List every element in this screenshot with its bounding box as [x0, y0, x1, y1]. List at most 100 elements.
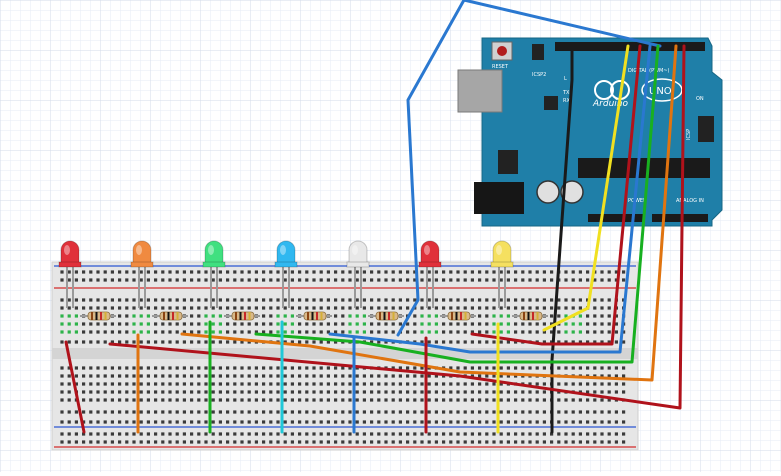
- breadboard-hole: [82, 390, 86, 394]
- breadboard-hole: [168, 410, 172, 414]
- breadboard-hole: [89, 340, 93, 344]
- power-label: POWER: [628, 198, 647, 204]
- breadboard-hole: [370, 382, 374, 386]
- resistor[interactable]: [512, 311, 548, 321]
- breadboard-hole: [564, 382, 568, 386]
- breadboard-hole: [334, 398, 338, 402]
- breadboard-hole: [434, 330, 438, 334]
- breadboard-hole: [355, 330, 359, 334]
- breadboard-hole: [377, 278, 381, 282]
- breadboard-hole: [614, 366, 618, 370]
- breadboard-hole: [319, 410, 323, 414]
- breadboard-hole: [600, 330, 604, 334]
- resistor[interactable]: [440, 311, 476, 321]
- breadboard-hole: [434, 322, 438, 326]
- breadboard-hole: [132, 440, 136, 444]
- breadboard-hole: [578, 440, 582, 444]
- wire-red-1[interactable]: [470, 44, 642, 346]
- breadboard-hole: [406, 298, 410, 302]
- breadboard-hole: [96, 432, 100, 436]
- breadboard-hole: [168, 366, 172, 370]
- resistor[interactable]: [224, 311, 260, 321]
- breadboard-hole: [283, 440, 287, 444]
- resistor[interactable]: [368, 311, 404, 321]
- breadboard-hole: [118, 298, 122, 302]
- breadboard-hole: [442, 420, 446, 424]
- breadboard-hole: [398, 298, 402, 302]
- wire-yellow-top[interactable]: [542, 44, 630, 332]
- breadboard-hole: [67, 440, 71, 444]
- breadboard-hole: [586, 278, 590, 282]
- breadboard-hole: [406, 278, 410, 282]
- breadboard-hole: [442, 330, 446, 334]
- breadboard-hole: [406, 420, 410, 424]
- breadboard-hole: [240, 306, 244, 310]
- breadboard-hole: [319, 420, 323, 424]
- resistor[interactable]: [80, 311, 116, 321]
- breadboard-hole: [182, 278, 186, 282]
- breadboard-hole: [82, 420, 86, 424]
- breadboard-hole: [391, 420, 395, 424]
- led-green[interactable]: [202, 240, 226, 308]
- wire-orange-1[interactable]: [180, 44, 678, 382]
- breadboard-hole: [377, 420, 381, 424]
- wire-black-gnd[interactable]: [550, 44, 574, 434]
- wire-blue-2[interactable]: [328, 44, 652, 354]
- breadboard-hole: [211, 366, 215, 370]
- breadboard-hole: [154, 420, 158, 424]
- breadboard-hole: [283, 306, 287, 310]
- breadboard-hole: [506, 270, 510, 274]
- breadboard-hole: [614, 390, 618, 394]
- breadboard-hole: [298, 398, 302, 402]
- wire-red-ground[interactable]: [64, 340, 86, 434]
- breadboard-hole: [182, 298, 186, 302]
- breadboard-hole: [74, 298, 78, 302]
- breadboard-hole: [204, 306, 208, 310]
- breadboard-hole: [485, 382, 489, 386]
- breadboard-hole: [175, 398, 179, 402]
- breadboard-hole: [614, 420, 618, 424]
- led-orange[interactable]: [130, 240, 154, 308]
- breadboard-hole: [305, 398, 309, 402]
- breadboard-hole: [607, 382, 611, 386]
- breadboard-hole: [542, 298, 546, 302]
- power-jack: [474, 182, 524, 214]
- breadboard-hole: [218, 278, 222, 282]
- breadboard-hole: [406, 398, 410, 402]
- breadboard-hole: [67, 340, 71, 344]
- breadboard-hole: [89, 366, 93, 370]
- resistor[interactable]: [152, 311, 188, 321]
- breadboard-hole: [226, 306, 230, 310]
- breadboard-hole: [377, 330, 381, 334]
- breadboard-hole: [362, 298, 366, 302]
- breadboard-hole: [276, 366, 280, 370]
- wire-red-2[interactable]: [108, 44, 686, 410]
- wire-green-1[interactable]: [254, 44, 660, 364]
- breadboard-hole: [413, 420, 417, 424]
- breadboard-hole: [499, 420, 503, 424]
- breadboard-hole: [139, 398, 143, 402]
- led-red[interactable]: [418, 240, 442, 308]
- breadboard-hole: [67, 366, 71, 370]
- breadboard-hole: [334, 330, 338, 334]
- breadboard-hole: [233, 270, 237, 274]
- led-blue[interactable]: [274, 240, 298, 308]
- breadboard-hole: [499, 374, 503, 378]
- breadboard-hole: [478, 330, 482, 334]
- breadboard-hole: [319, 306, 323, 310]
- breadboard-hole: [118, 382, 122, 386]
- breadboard-hole: [586, 382, 590, 386]
- breadboard-hole: [348, 398, 352, 402]
- breadboard-hole: [60, 278, 64, 282]
- led-white[interactable]: [346, 240, 370, 308]
- led-red[interactable]: [58, 240, 82, 308]
- resistor[interactable]: [296, 311, 332, 321]
- breadboard-hole: [96, 420, 100, 424]
- breadboard-hole: [557, 390, 561, 394]
- wire-blue-long[interactable]: [396, 0, 662, 337]
- breadboard-hole: [132, 340, 136, 344]
- breadboard-hole: [398, 278, 402, 282]
- breadboard-hole: [355, 278, 359, 282]
- led-yellow[interactable]: [490, 240, 514, 308]
- breadboard-hole: [197, 420, 201, 424]
